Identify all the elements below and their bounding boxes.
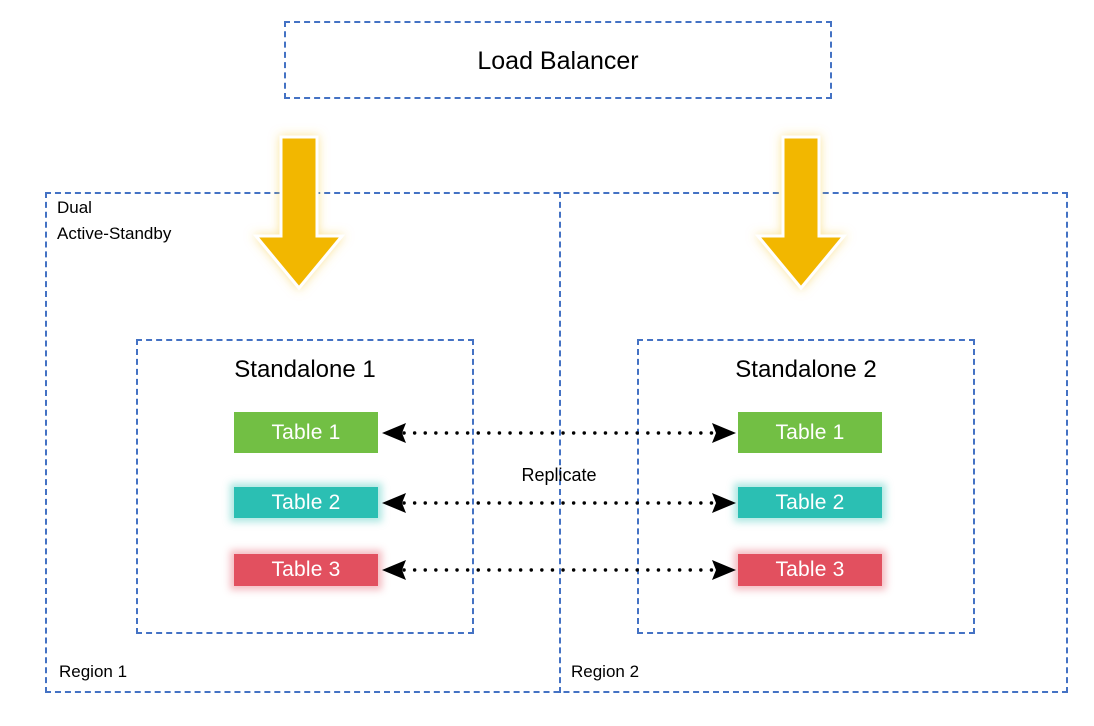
outer-region-box[interactable] — [45, 192, 1068, 693]
load-balancer-box[interactable] — [284, 21, 832, 99]
standalone-1-table-1[interactable]: Table 1 — [234, 412, 378, 453]
region-2-label: Region 2 — [571, 662, 640, 681]
table-label: Table 2 — [775, 490, 845, 514]
table-label: Table 2 — [271, 490, 341, 514]
standalone-1-table-2[interactable]: Table 2 — [234, 487, 378, 518]
dual-active-standby-label-line2: Active-Standby — [57, 224, 172, 243]
standalone-2-box[interactable] — [637, 339, 975, 634]
standalone-1-box[interactable] — [136, 339, 474, 634]
standalone-2-table-3[interactable]: Table 3 — [738, 554, 882, 586]
table-label: Table 3 — [271, 558, 341, 581]
table-label: Table 1 — [271, 420, 341, 444]
dual-active-standby-label-line1: Dual — [57, 198, 92, 217]
replicate-label: Replicate — [521, 465, 597, 485]
table-label: Table 1 — [775, 420, 845, 444]
table-label: Table 3 — [775, 558, 845, 581]
region-divider — [559, 192, 561, 693]
standalone-2-title: Standalone 2 — [735, 356, 877, 383]
load-balancer-label: Load Balancer — [477, 47, 639, 75]
region-1-label: Region 1 — [59, 662, 128, 681]
standalone-2-table-1[interactable]: Table 1 — [738, 412, 882, 453]
standalone-1-table-3[interactable]: Table 3 — [234, 554, 378, 586]
standalone-2-table-2[interactable]: Table 2 — [738, 487, 882, 518]
standalone-1-title: Standalone 1 — [234, 356, 376, 383]
